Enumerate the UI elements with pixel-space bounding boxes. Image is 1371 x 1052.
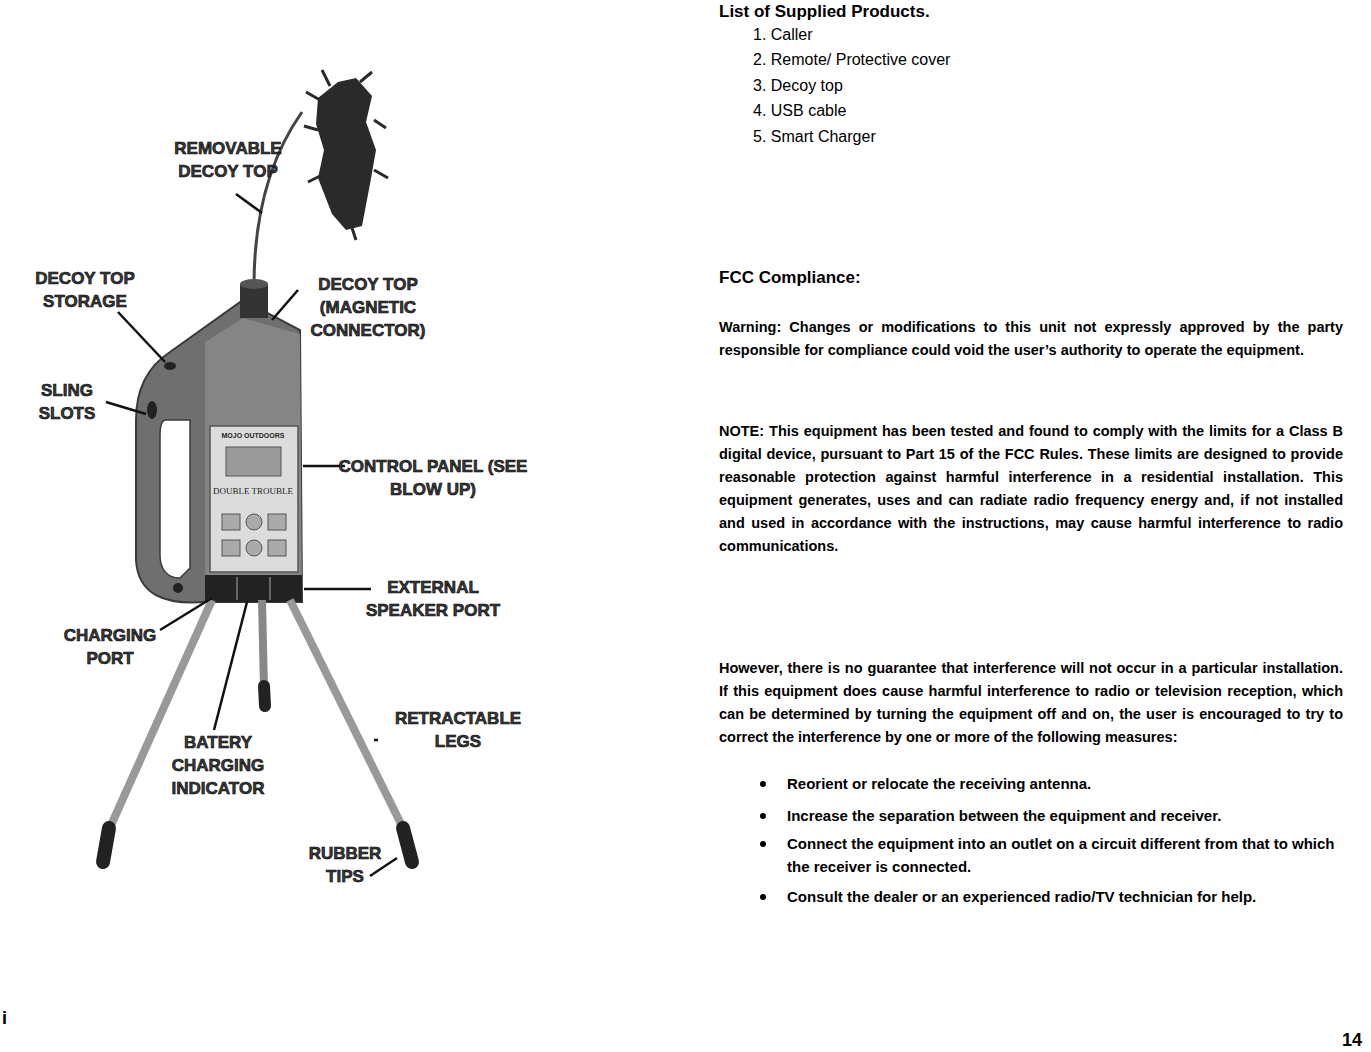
panel-button — [246, 514, 262, 530]
bullet-dot — [760, 781, 766, 787]
paragraph: However, there is no guarantee that inte… — [719, 657, 1343, 749]
callout-label: DECOY TOP (MAGNETIC CONNECTOR) — [293, 273, 443, 342]
decoy-fur — [316, 78, 376, 230]
paragraph: Warning: Changes or modifications to thi… — [719, 316, 1343, 362]
connector-top — [240, 279, 268, 289]
bullet-dots — [760, 781, 766, 900]
decoy-fur-strands — [304, 70, 388, 240]
rubber-tip — [264, 686, 265, 706]
body-shell — [136, 300, 302, 603]
rubber-tip — [403, 828, 412, 862]
product-name: DOUBLE TROUBLE — [211, 485, 295, 497]
panel-button — [222, 540, 240, 556]
list-item: 1. Caller — [753, 24, 813, 46]
callout-label: REMOVABLE DECOY TOP — [153, 137, 303, 183]
page-number: i — [2, 1007, 7, 1029]
page-number: 14 — [1342, 1029, 1362, 1051]
bullet-item: Consult the dealer or an experienced rad… — [787, 885, 1367, 908]
bullet-item: Increase the separation between the equi… — [787, 804, 1347, 827]
callout-label: BATERY CHARGING INDICATOR — [153, 731, 283, 800]
section-heading: FCC Compliance: — [719, 267, 861, 289]
magnetic-connector — [240, 284, 268, 318]
body-front — [205, 318, 302, 602]
panel-button — [222, 514, 240, 530]
callout-label: CONTROL PANEL (SEE BLOW UP) — [338, 455, 528, 501]
leader-line — [160, 598, 212, 630]
callout-label: CHARGING PORT — [50, 624, 170, 670]
decoy-wire — [254, 112, 302, 286]
callout-label: RETRACTABLE LEGS — [378, 707, 538, 753]
panel-button — [268, 540, 286, 556]
leader-line — [374, 739, 378, 742]
list-item: 2. Remote/ Protective cover — [753, 49, 950, 71]
list-item: 3. Decoy top — [753, 75, 843, 97]
handle-opening — [160, 420, 190, 578]
bullet-dot — [760, 841, 766, 847]
list-item: 5. Smart Charger — [753, 126, 876, 148]
leader-line — [106, 402, 146, 414]
leader-line — [214, 602, 247, 730]
leg — [290, 600, 405, 832]
panel-face — [210, 426, 298, 572]
paragraph: NOTE: This equipment has been tested and… — [719, 420, 1343, 558]
leader-lines — [106, 194, 397, 876]
leader-line — [236, 194, 262, 213]
bullet-dot — [760, 894, 766, 900]
panel-button — [246, 540, 262, 556]
callout-label: RUBBER TIPS — [295, 842, 395, 888]
leader-line — [272, 290, 298, 320]
charging-port — [173, 583, 183, 593]
caller-body — [136, 279, 302, 603]
brand-mark: MOJO OUTDOORS — [213, 431, 293, 441]
panel-button — [268, 514, 286, 530]
leader-line — [304, 588, 371, 591]
section-heading: List of Supplied Products. — [719, 1, 930, 23]
callout-label: EXTERNAL SPEAKER PORT — [348, 576, 518, 622]
panel-screen — [226, 447, 281, 476]
speaker-dividers — [237, 577, 270, 600]
leader-line — [118, 312, 165, 362]
sling-slot — [147, 401, 157, 419]
bullet-dot — [760, 813, 766, 819]
storage-hole — [164, 362, 176, 370]
bullet-item: Reorient or relocate the receiving anten… — [787, 772, 1347, 795]
callout-label: DECOY TOP STORAGE — [15, 267, 155, 313]
rubber-tip — [103, 828, 109, 862]
leg — [262, 600, 264, 690]
bullet-item: Connect the equipment into an outlet on … — [787, 832, 1347, 878]
list-item: 4. USB cable — [753, 100, 846, 122]
callout-label: SLING SLOTS — [22, 379, 112, 425]
control-panel — [205, 426, 302, 602]
speaker-strip — [205, 575, 302, 602]
